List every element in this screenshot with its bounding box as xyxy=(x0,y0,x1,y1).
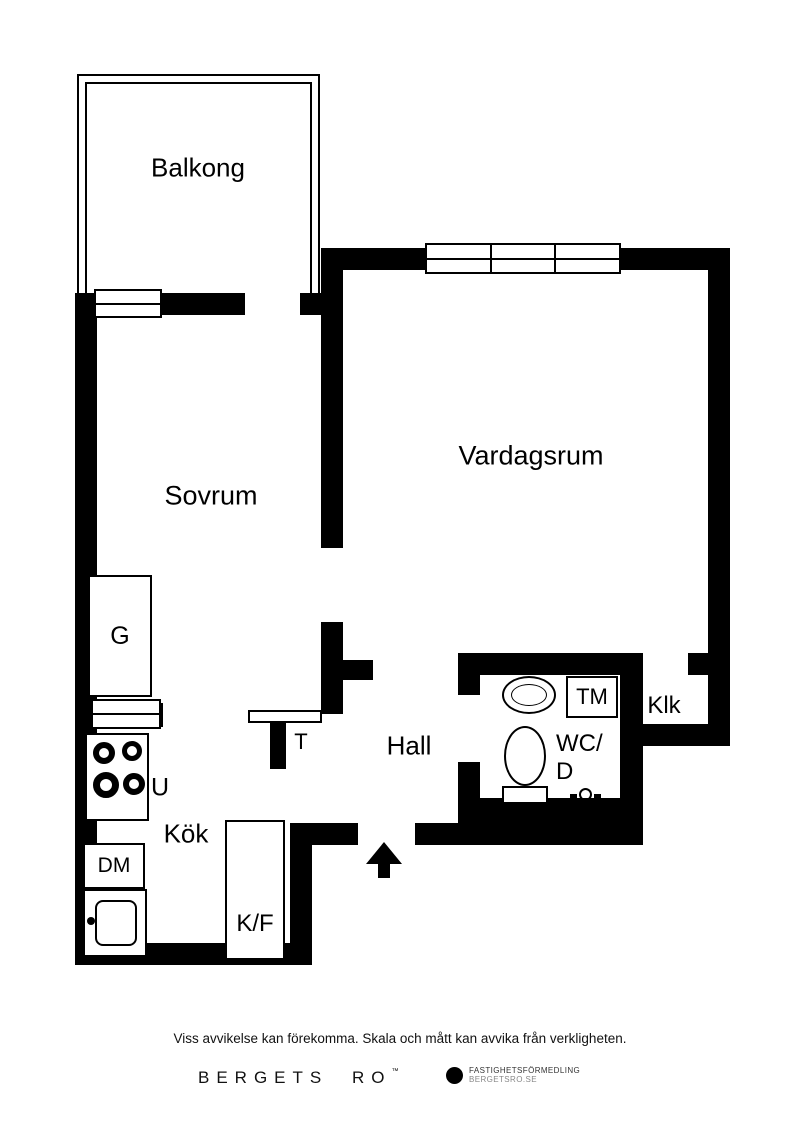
balcony-outline-inner xyxy=(85,82,312,294)
agency-line1: FASTIGHETSFÖRMEDLING xyxy=(469,1066,581,1075)
hall-bottom-wall-left xyxy=(290,823,358,845)
window-mullion xyxy=(553,245,556,272)
brand-word-bergets: BERGETS xyxy=(198,1068,329,1087)
stove-burner xyxy=(93,772,119,798)
washing-machine: TM xyxy=(566,676,618,718)
agency-logo-group: FASTIGHETSFÖRMEDLING BERGETSRO.SE xyxy=(446,1066,580,1084)
window-pane-line xyxy=(93,713,159,715)
agency-text: FASTIGHETSFÖRMEDLING BERGETSRO.SE xyxy=(469,1066,580,1084)
bedroom-living-wall-upper xyxy=(321,268,343,548)
bedroom-window xyxy=(94,289,162,318)
closet-t-wall xyxy=(270,723,286,769)
window-pane-line xyxy=(427,257,619,260)
drain-part xyxy=(580,802,591,809)
dishwasher-label: DM xyxy=(97,854,131,877)
entry-arrow-head xyxy=(366,842,402,864)
wc-top-wall xyxy=(458,653,643,675)
brand-trademark: ™ xyxy=(391,1068,406,1075)
klk-top-stub xyxy=(688,653,730,675)
drain-part xyxy=(570,794,577,806)
drain-part xyxy=(594,794,601,806)
toilet-bowl xyxy=(504,726,546,786)
entry-arrow xyxy=(366,842,402,880)
stove-burner xyxy=(123,773,145,795)
toilet-tank xyxy=(502,786,548,804)
room-label-vardagsrum: Vardagsrum xyxy=(458,440,604,471)
exterior-wall-right xyxy=(708,248,730,746)
closet-t-shelf xyxy=(248,710,322,723)
bedroom-living-wall-lower xyxy=(321,622,343,714)
washing-machine-label: TM xyxy=(576,684,608,709)
disclaimer-text: Viss avvikelse kan förekomma. Skala och … xyxy=(173,1031,627,1046)
agency-logo-icon xyxy=(446,1066,463,1084)
room-label-wc: WC/ D xyxy=(556,730,603,786)
window-mullion xyxy=(490,245,493,272)
brand-word-ro: RO™ xyxy=(352,1068,406,1088)
livingroom-window xyxy=(425,243,621,274)
wc-bottom-wall xyxy=(458,798,643,825)
room-label-klk: Klk xyxy=(647,692,681,719)
hall-bottom-wall-right xyxy=(415,823,643,845)
agency-line2: BERGETSRO.SE xyxy=(469,1075,537,1084)
wc-left-wall-upper xyxy=(458,653,480,695)
stove-burner xyxy=(93,742,115,764)
drain-part xyxy=(579,788,592,801)
bedroom-top-wall-right xyxy=(300,293,323,315)
stove xyxy=(85,733,149,821)
room-label-balkong: Balkong xyxy=(151,152,245,183)
entry-arrow-stem xyxy=(378,862,390,878)
fridge-freezer-label: K/F xyxy=(236,910,274,937)
floor-drain-icon xyxy=(570,786,608,810)
room-label-kok: Kök xyxy=(163,818,209,849)
hall-wall-stub xyxy=(343,660,373,680)
room-label-wc-line1: WC/ xyxy=(556,730,603,757)
dishwasher: DM xyxy=(83,843,145,889)
closet-t-label: T xyxy=(294,729,308,754)
wc-left-wall-lower xyxy=(458,762,480,802)
window-pane-line xyxy=(96,302,160,305)
wc-basin-inner xyxy=(511,684,547,706)
balcony-outline-outer xyxy=(77,74,320,294)
toilet xyxy=(502,724,548,806)
room-label-sovrum: Sovrum xyxy=(164,480,258,511)
kf-right-wall xyxy=(290,823,312,965)
kitchen-hatch-window xyxy=(91,699,161,729)
sink-faucet xyxy=(87,917,95,925)
wardrobe-g: G xyxy=(88,575,152,697)
oven-label: U xyxy=(150,773,170,802)
room-label-wc-line2: D xyxy=(556,758,574,785)
wardrobe-g-label: G xyxy=(110,621,130,650)
kitchen-sink xyxy=(83,889,147,957)
wc-klk-wall xyxy=(620,653,643,845)
room-label-hall: Hall xyxy=(386,730,432,761)
brand-word-ro-text: RO xyxy=(352,1068,392,1087)
klk-bottom-wall xyxy=(620,724,730,746)
fridge-freezer: K/F xyxy=(225,820,285,960)
sink-basin xyxy=(95,900,137,946)
stove-burner xyxy=(122,741,142,761)
wc-basin xyxy=(502,676,556,714)
